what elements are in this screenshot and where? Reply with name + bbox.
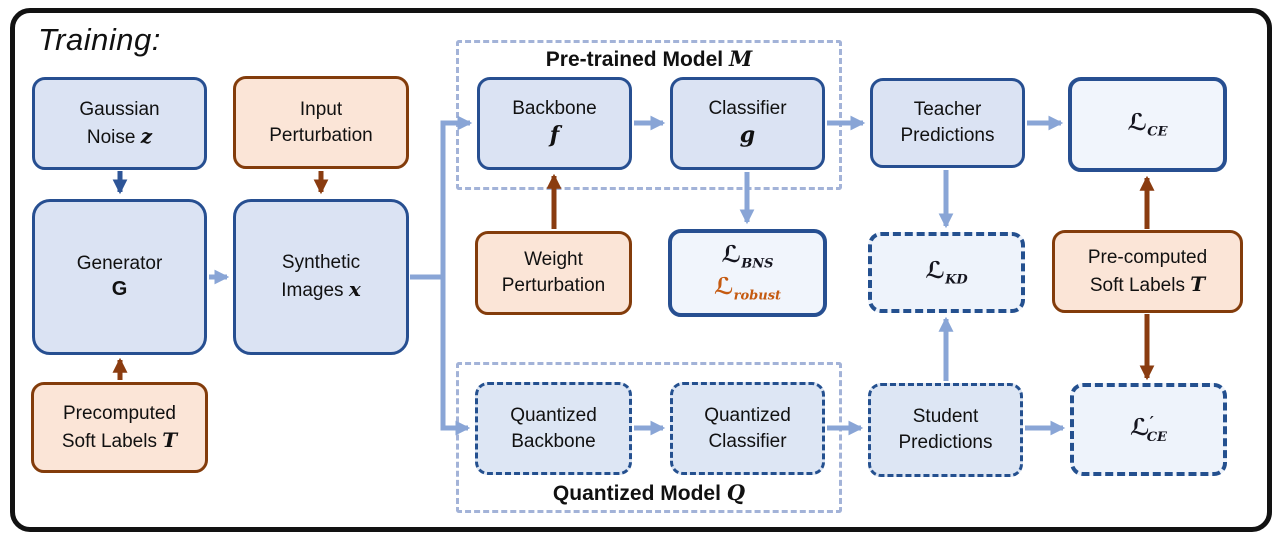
loss-ce-box: ℒCE xyxy=(1068,77,1227,172)
precomputed-soft-labels-line2: Soft Labels xyxy=(61,430,163,452)
gaussian-noise-line1: Gaussian xyxy=(79,98,160,120)
gaussian-noise-line2: Noise xyxy=(86,126,141,148)
quantized-model-label-text: Quantized Model xyxy=(552,482,727,505)
generator-box: Generator G xyxy=(32,199,207,355)
quantized-backbone-line1: Quantized xyxy=(510,404,597,426)
student-predictions-label: Student Predictions xyxy=(899,404,993,455)
quantized-classifier-line2: Classifier xyxy=(708,430,787,452)
precomputed-soft-labels-label: Precomputed Soft Labels T xyxy=(62,401,177,454)
loss-robust-subscript: robust xyxy=(733,288,782,304)
diagram-title: Training: xyxy=(38,22,161,57)
loss-ce-prime-mark: ′ xyxy=(1149,413,1154,432)
gaussian-noise-label: Gaussian Noise z xyxy=(79,97,159,150)
loss-kd-label: ℒKD xyxy=(925,255,967,289)
student-predictions-line1: Student xyxy=(912,406,979,428)
classifier-line1: Classifier xyxy=(708,97,787,119)
pretrained-model-var: M xyxy=(728,46,753,71)
quantized-backbone-line2: Backbone xyxy=(511,430,596,452)
synthetic-images-label: Synthetic Images x xyxy=(281,250,361,303)
loss-ce-label: ℒCE xyxy=(1128,107,1168,141)
weight-perturbation-label: Weight Perturbation xyxy=(502,247,606,298)
student-predictions-line2: Predictions xyxy=(898,432,993,453)
loss-ce-prime-letter: ℒ xyxy=(1130,414,1150,442)
backbone-label: Backbone f xyxy=(512,96,597,151)
classifier-label: Classifier g xyxy=(708,96,786,151)
quantized-classifier-box: Quantized Classifier xyxy=(670,382,825,475)
loss-kd-symbol: ℒKD xyxy=(925,257,967,288)
quantized-backbone-box: Quantized Backbone xyxy=(475,382,632,475)
quantized-backbone-label: Quantized Backbone xyxy=(510,403,597,454)
loss-kd-letter: ℒ xyxy=(925,257,946,285)
quantized-model-label: Quantized Model Q xyxy=(459,480,839,506)
precomputed-soft-labels-var: T xyxy=(162,427,178,452)
generator-label: Generator G xyxy=(77,251,163,304)
backbone-var: f xyxy=(549,122,560,149)
backbone-box: Backbone f xyxy=(477,77,632,170)
loss-ce-prime-label: ℒ′CE xyxy=(1130,412,1167,446)
pretrained-model-label: Pre-trained Model M xyxy=(459,46,839,72)
teacher-predictions-label: Teacher Predictions xyxy=(901,97,995,148)
synthetic-images-line1: Synthetic xyxy=(281,252,361,274)
loss-bns-subscript: BNS xyxy=(741,256,774,272)
backbone-line1: Backbone xyxy=(512,97,597,119)
classifier-box: Classifier g xyxy=(670,77,825,170)
teacher-predictions-box: Teacher Predictions xyxy=(870,78,1025,168)
loss-kd-box: ℒKD xyxy=(868,232,1025,313)
teacher-predictions-line2: Predictions xyxy=(900,125,995,146)
input-perturbation-line1: Input xyxy=(299,98,343,120)
generator-var: G xyxy=(111,278,128,301)
generator-line1: Generator xyxy=(76,252,163,274)
precomputed-soft-labels-line1: Precomputed xyxy=(62,402,176,424)
precomputed-soft-labels-right-box: Pre-computed Soft Labels T xyxy=(1052,230,1243,313)
loss-bns-robust-box: ℒBNS ℒrobust xyxy=(668,229,827,317)
loss-bns-letter: ℒ xyxy=(721,241,742,269)
loss-ce-letter: ℒ xyxy=(1127,109,1148,137)
teacher-predictions-line1: Teacher xyxy=(913,99,982,121)
weight-perturbation-line1: Weight xyxy=(524,249,583,271)
synthetic-images-var: x xyxy=(348,277,361,301)
weight-perturbation-line2: Perturbation xyxy=(501,275,606,296)
input-perturbation-box: Input Perturbation xyxy=(233,76,409,169)
pretrained-model-container: Pre-trained Model M xyxy=(456,40,842,190)
loss-bns-symbol: ℒBNS xyxy=(721,241,774,272)
synthetic-images-box: Synthetic Images x xyxy=(233,199,409,355)
loss-ce-symbol: ℒCE xyxy=(1127,109,1168,140)
loss-robust-symbol: ℒrobust xyxy=(713,273,781,304)
synthetic-images-line2: Images xyxy=(281,280,349,301)
input-perturbation-label: Input Perturbation xyxy=(269,97,373,148)
loss-ce-subscript: CE xyxy=(1147,125,1168,141)
loss-ce-prime-symbol: ℒ′CE xyxy=(1130,413,1167,445)
precomputed-soft-labels-right-var: T xyxy=(1190,271,1206,296)
quantized-classifier-label: Quantized Classifier xyxy=(704,403,791,454)
precomputed-soft-labels-right-line1: Pre-computed xyxy=(1087,246,1208,268)
pretrained-model-label-text: Pre-trained Model xyxy=(545,48,729,71)
loss-robust-letter: ℒ xyxy=(713,273,734,300)
gaussian-noise-var: z xyxy=(140,123,153,148)
quantized-classifier-line1: Quantized xyxy=(704,404,791,426)
precomputed-soft-labels-right-line2: Soft Labels xyxy=(1089,274,1191,296)
precomputed-soft-labels-box: Precomputed Soft Labels T xyxy=(31,382,208,473)
weight-perturbation-box: Weight Perturbation xyxy=(475,231,632,315)
loss-kd-subscript: KD xyxy=(945,273,968,289)
quantized-model-container: Quantized Model Q xyxy=(456,362,842,513)
classifier-var: g xyxy=(739,122,756,149)
precomputed-soft-labels-right-label: Pre-computed Soft Labels T xyxy=(1088,245,1207,298)
loss-ce-prime-box: ℒ′CE xyxy=(1070,383,1227,476)
loss-bns-robust-label: ℒBNS ℒrobust xyxy=(714,241,781,305)
loss-ce-prime-subscript: CE xyxy=(1146,430,1167,446)
input-perturbation-line2: Perturbation xyxy=(269,124,373,146)
quantized-model-var: Q xyxy=(726,480,746,505)
student-predictions-box: Student Predictions xyxy=(868,383,1023,477)
gaussian-noise-box: Gaussian Noise z xyxy=(32,77,207,170)
